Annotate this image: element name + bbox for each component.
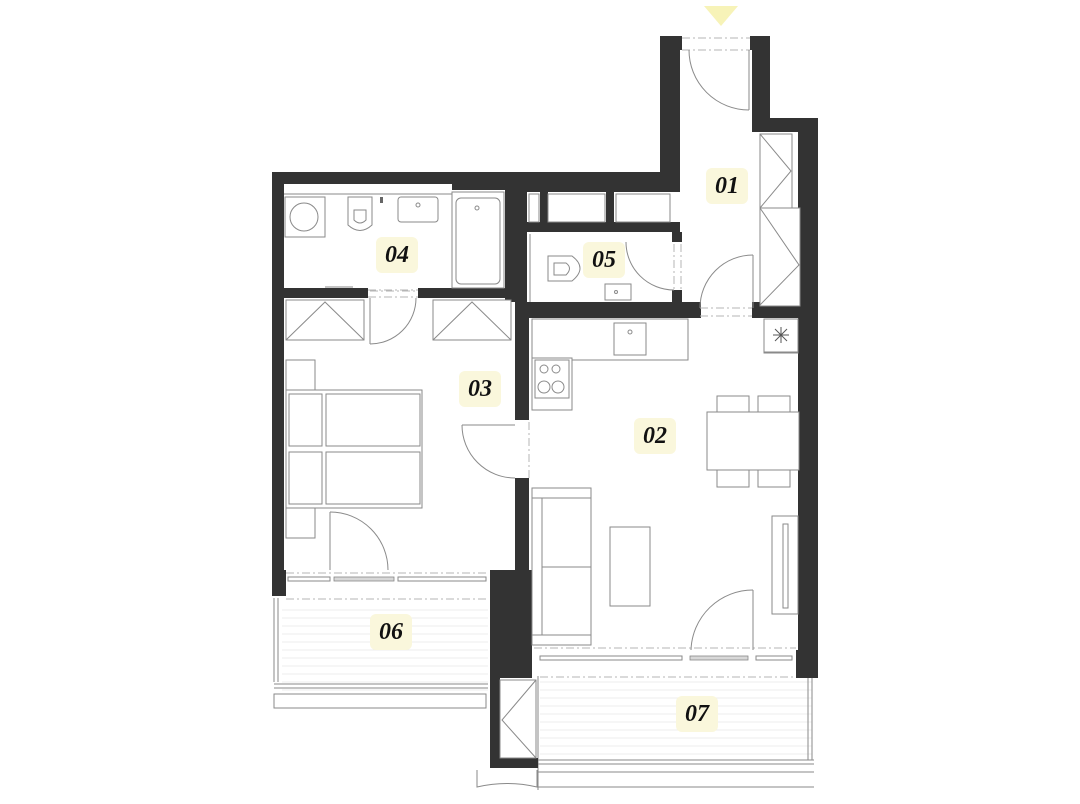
balcony-storage (499, 679, 537, 759)
room-label-02: 02 (634, 418, 676, 454)
wardrobe-right (432, 299, 512, 341)
bedroom-fixtures (285, 290, 530, 571)
dining-table (706, 411, 800, 471)
room-label-01: 01 (706, 168, 748, 204)
room-label-05: 05 (583, 242, 625, 278)
bathroom-fixtures (284, 184, 505, 298)
room-label-06: 06 (370, 614, 412, 650)
double-bed (285, 389, 423, 509)
chair (757, 469, 791, 488)
chair (716, 395, 750, 413)
chair (716, 469, 750, 488)
hallway-living-door (699, 254, 754, 317)
coffee-table (609, 526, 651, 607)
living-kitchen-fixtures (531, 318, 800, 651)
storage-cabinets (528, 193, 671, 223)
wc-toilet (547, 255, 581, 282)
entry-door (682, 37, 750, 111)
kitchen-counter (531, 318, 689, 361)
cooktop-cabinet (531, 357, 573, 411)
walls (272, 36, 818, 768)
bathtub (451, 191, 505, 289)
entry-arrow-down-icon (704, 6, 738, 26)
chair (757, 395, 791, 413)
washbasin (397, 196, 439, 223)
room-label-07: 07 (676, 696, 718, 732)
wardrobe-left (285, 299, 365, 341)
hallway-wardrobe (759, 133, 801, 307)
star-fixture-icon (773, 327, 789, 343)
toilet (347, 196, 373, 231)
kitchen-sink (613, 322, 647, 356)
room-label-03: 03 (459, 371, 501, 407)
tv-unit (771, 515, 799, 615)
windows (286, 572, 796, 662)
room-label-04: 04 (376, 237, 418, 273)
wc-fixtures (529, 234, 682, 302)
